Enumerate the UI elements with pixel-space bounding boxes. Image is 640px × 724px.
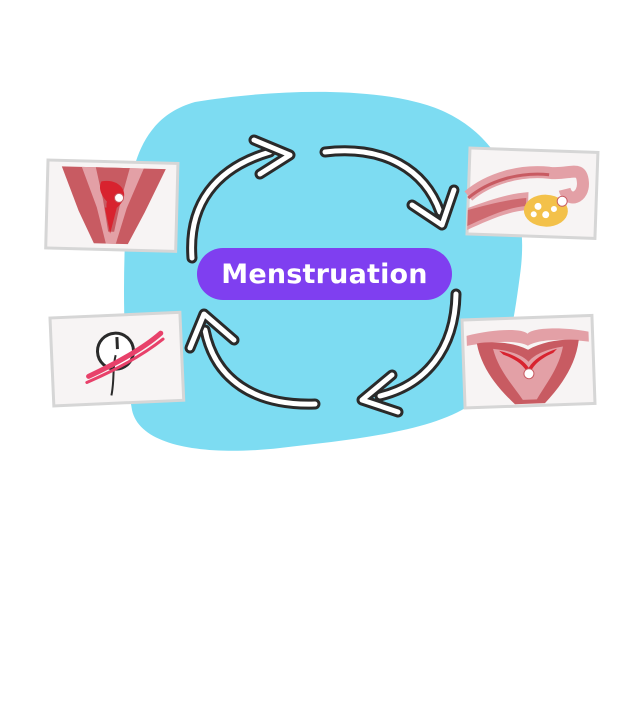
cycle-arrow-top-right — [319, 145, 460, 231]
uterus-lining-icon — [466, 328, 589, 405]
phase-label-pill: Menstruation — [197, 248, 452, 300]
cycle-arrow-bottom-left — [184, 308, 321, 410]
phase-card-follicular — [464, 146, 600, 240]
phase-card-no-fertilisation — [48, 310, 186, 408]
cycle-arrow-bottom-right — [356, 288, 462, 418]
phase-card-luteal — [460, 313, 597, 410]
phase-card-menstruation — [44, 158, 180, 253]
diagram-title: Menstruation — [221, 258, 428, 290]
cycle-arrow-top-left — [186, 134, 296, 264]
no-egg-crossed-icon — [85, 330, 165, 396]
ovary-follicles-icon — [464, 165, 589, 230]
menstruating-uterus-icon — [61, 166, 166, 245]
